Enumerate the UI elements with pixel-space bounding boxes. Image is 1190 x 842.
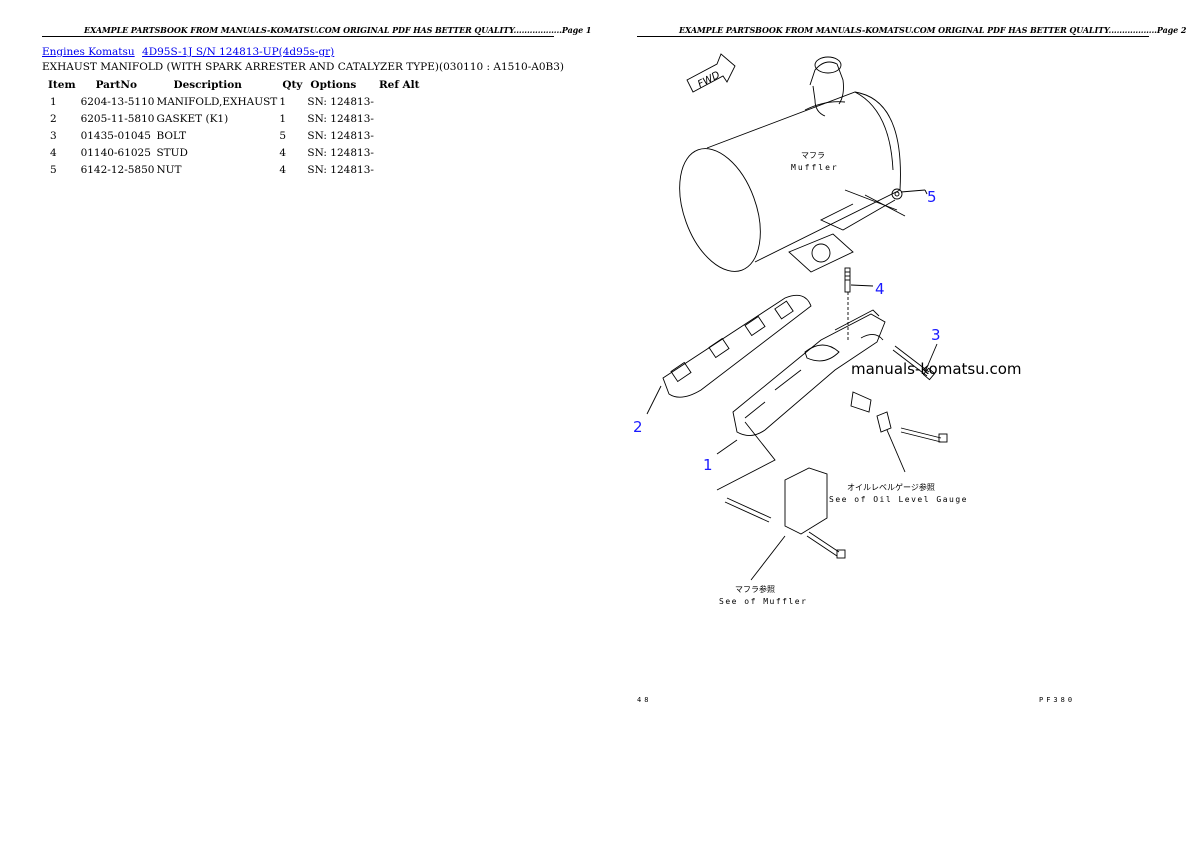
leader-line-1 <box>716 439 738 455</box>
cell-description: MANIFOLD,EXHAUST <box>156 95 278 108</box>
cell-description: GASKET (K1) <box>156 112 229 125</box>
cell-refalt <box>375 144 424 161</box>
leader-line-3 <box>924 343 938 373</box>
col-header-item: Item <box>48 79 76 91</box>
cell-options: SN: 124813- <box>307 146 374 159</box>
cell-options: SN: 124813- <box>307 163 374 176</box>
cell-refalt <box>375 110 424 127</box>
breadcrumb-link-model[interactable]: 4D95S-1J S/N 124813-UP(4d95s-gr) <box>142 46 335 58</box>
table-row: 5 6142-12-5850 NUT 4 SN: 124813- <box>44 161 424 178</box>
leader-line-5 <box>924 189 928 195</box>
header-divider <box>42 36 554 37</box>
bracket-part <box>716 421 846 581</box>
cell-refalt <box>375 127 424 144</box>
leader-line-4 <box>850 284 874 287</box>
col-header-options: Options <box>310 79 357 91</box>
callout-3: 3 <box>931 326 941 344</box>
cell-options: SN: 124813- <box>307 95 374 108</box>
bolt-part <box>892 345 936 381</box>
cell-qty: 4 <box>279 163 286 176</box>
col-header-partno: PartNo <box>95 79 137 91</box>
muffler-drawing <box>679 56 906 272</box>
cell-description: STUD <box>156 146 188 159</box>
muffler-gasket-part <box>788 233 854 273</box>
col-header-refalt: Ref Alt <box>378 79 420 91</box>
footer-figure-code: PF380 <box>1039 696 1076 704</box>
exhaust-manifold-part <box>732 309 886 436</box>
callout-5: 5 <box>927 188 937 206</box>
cell-refalt <box>375 161 424 178</box>
oil-gauge-adapter-part <box>850 391 948 473</box>
table-row: 1 6204-13-5110 MANIFOLD,EXHAUST 1 SN: 12… <box>44 93 424 110</box>
leader-line-2 <box>646 385 662 415</box>
parts-table: Item PartNo Description Qty Options Ref … <box>44 77 424 178</box>
cell-description: BOLT <box>156 129 187 142</box>
cell-qty: 5 <box>279 129 286 142</box>
table-header-row: Item PartNo Description Qty Options Ref … <box>44 77 424 93</box>
muffler-label-jp: マフラ <box>801 151 825 160</box>
cell-qty: 4 <box>279 146 286 159</box>
cell-item: 4 <box>50 146 57 159</box>
nut-part <box>891 188 926 200</box>
page-header: EXAMPLE PARTSBOOK FROM MANUALS-KOMATSU.C… <box>679 25 1187 35</box>
table-row: 4 01140-61025 STUD 4 SN: 124813- <box>44 144 424 161</box>
muffler-label-en: Muffler <box>791 163 839 172</box>
table-row: 2 6205-11-5810 GASKET (K1) 1 SN: 124813- <box>44 110 424 127</box>
watermark-text: manuals-komatsu.com <box>851 360 1022 378</box>
fwd-arrow-icon: FWD <box>686 53 736 93</box>
diagram-page: EXAMPLE PARTSBOOK FROM MANUALS-KOMATSU.C… <box>595 0 1190 842</box>
breadcrumb: Engines Komatsu 4D95S-1J S/N 124813-UP(4… <box>42 46 334 58</box>
cell-partno: 01435-01045 <box>80 129 151 142</box>
breadcrumb-link-engines[interactable]: Engines Komatsu <box>42 46 135 58</box>
callout-2: 2 <box>633 418 643 436</box>
cell-item: 1 <box>50 95 57 108</box>
cell-item: 3 <box>50 129 57 142</box>
exploded-parts-diagram: FWD マフラ Muffler <box>633 53 1022 606</box>
cell-qty: 1 <box>279 95 286 108</box>
cell-options: SN: 124813- <box>307 129 374 142</box>
parts-list-page: EXAMPLE PARTSBOOK FROM MANUALS-KOMATSU.C… <box>42 25 592 178</box>
header-divider <box>637 36 1149 37</box>
cell-item: 5 <box>50 163 57 176</box>
footer-page-number: 48 <box>637 696 652 704</box>
callout-1: 1 <box>703 456 713 474</box>
cell-refalt <box>375 93 424 110</box>
cell-qty: 1 <box>279 112 286 125</box>
see-muffler-label-jp: マフラ参照 <box>735 584 775 594</box>
page-header: EXAMPLE PARTSBOOK FROM MANUALS-KOMATSU.C… <box>84 25 592 35</box>
see-muffler-label-en: See of Muffler <box>719 597 807 606</box>
cell-options: SN: 124813- <box>307 112 374 125</box>
cell-partno: 6205-11-5810 <box>80 112 155 125</box>
cell-partno: 01140-61025 <box>80 146 151 159</box>
col-header-qty: Qty <box>282 79 303 91</box>
cell-item: 2 <box>50 112 57 125</box>
col-header-description: Description <box>173 79 242 91</box>
section-title: EXHAUST MANIFOLD (WITH SPARK ARRESTER AN… <box>42 61 564 73</box>
cell-partno: 6142-12-5850 <box>80 163 155 176</box>
exhaust-gasket-part <box>662 294 812 398</box>
stud-part <box>844 267 851 340</box>
oil-gauge-label-jp: オイルレベルゲージ参照 <box>847 482 935 492</box>
cell-description: NUT <box>156 163 182 176</box>
cell-partno: 6204-13-5110 <box>80 95 155 108</box>
callout-4: 4 <box>875 280 885 298</box>
oil-gauge-label-en: See of Oil Level Gauge <box>829 495 968 504</box>
table-row: 3 01435-01045 BOLT 5 SN: 124813- <box>44 127 424 144</box>
